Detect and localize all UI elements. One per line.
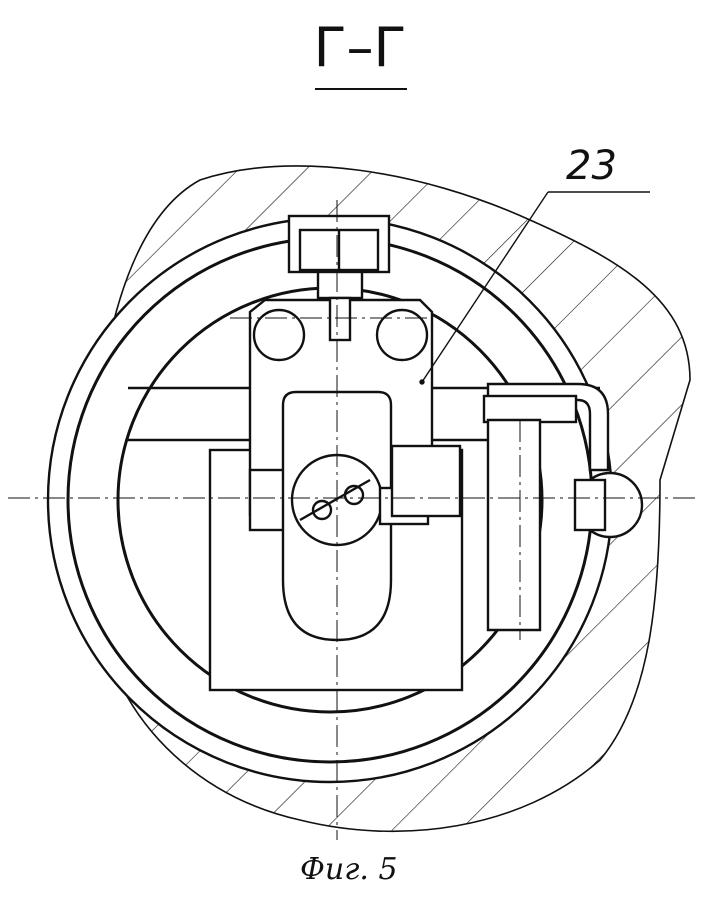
section-title: Г–Г xyxy=(313,16,407,79)
figure-caption: Фиг. 5 xyxy=(300,852,398,887)
section-title-underline xyxy=(315,88,407,90)
part-number-callout: 23 xyxy=(566,143,617,189)
top-clamp xyxy=(287,214,391,342)
callout-leader xyxy=(419,191,650,385)
center-lines xyxy=(8,200,700,840)
right-lever xyxy=(482,382,644,632)
